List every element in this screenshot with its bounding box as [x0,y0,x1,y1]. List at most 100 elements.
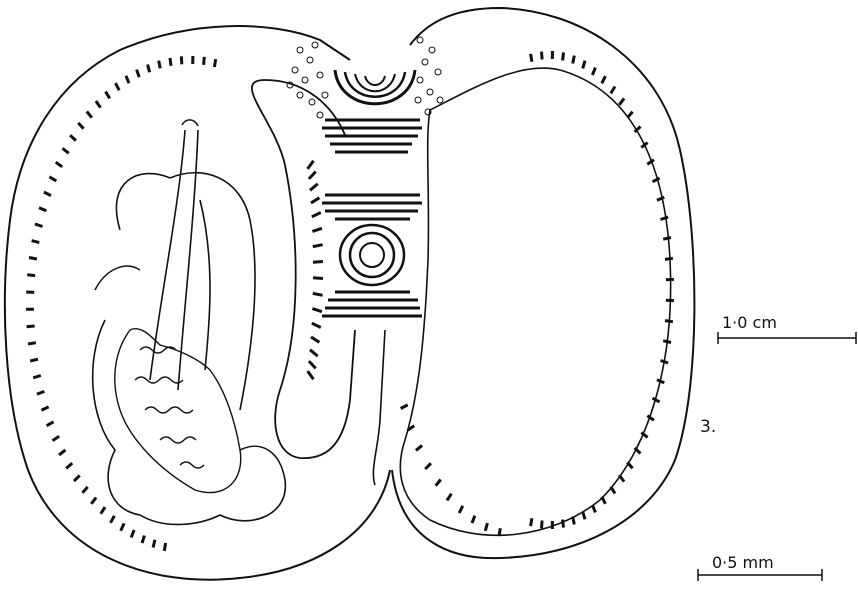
tick-mark [611,487,615,494]
tick-mark [447,494,451,501]
tick-mark [627,112,632,118]
tick-mark [542,521,543,529]
figure-number: 3. [700,417,716,437]
tick-mark [96,101,101,108]
tick-mark [126,76,129,83]
tubular-organ [150,120,210,390]
tick-mark [641,143,647,148]
scale-bar-mm-label: 0·5 mm [712,553,774,572]
tick-mark [657,380,664,383]
tick-mark [312,323,321,327]
scale-bar-cm-label: 1·0 cm [722,313,777,332]
tick-mark [148,65,150,73]
tick-mark [425,463,431,469]
tick-mark [121,523,124,530]
tick-mark [170,58,171,66]
tick-mark [401,405,408,409]
tick-mark [27,275,35,276]
tick-mark [106,92,110,99]
upper-ring-structure [322,70,422,152]
tick-mark [29,258,37,260]
right-body-outline [392,8,694,558]
tick-mark [635,448,641,454]
tick-mark [653,398,660,402]
tick-mark [204,57,205,65]
lower-ring-structure [322,195,422,316]
tick-mark [661,361,669,363]
inner-right-outline [373,68,670,535]
tick-mark [436,480,441,486]
tick-mark [313,262,323,263]
tick-mark [313,245,323,247]
tick-mark [66,463,72,468]
tick-mark [91,498,96,504]
tick-mark [74,475,80,481]
tick-mark [573,56,575,64]
lobe-left [95,266,140,290]
tick-mark [214,59,215,67]
tick-mark [142,536,144,544]
tick-mark [663,341,671,343]
tick-mark [32,241,40,243]
tick-mark [47,422,54,426]
tick-mark [308,371,314,379]
tick-mark [661,217,669,219]
tick-mark [619,475,624,481]
tick-mark [164,543,165,551]
tick-mark [116,83,120,90]
tick-mark [159,61,161,69]
tick-mark [310,184,318,190]
tick-mark [101,507,105,514]
tick-mark [542,52,543,60]
tick-mark [63,148,69,153]
dotted-patch-left [287,42,328,118]
tick-mark [309,172,316,179]
tick-mark [49,177,56,181]
tick-mark [59,450,65,455]
tick-mark [602,497,606,504]
tick-mark [531,54,532,62]
tick-mark [309,361,316,368]
tick-mark [313,293,323,295]
tick-mark [30,359,38,361]
tick-mark [111,516,115,523]
tick-mark [619,98,624,104]
scale-bar-mm: 0·5 mm [698,553,822,581]
tick-mark [472,516,475,523]
tick-mark [573,517,575,525]
scale-bar-cm: 1·0 cm [718,313,856,344]
tick-mark [137,70,140,78]
tick-mark [153,540,155,548]
tick-mark [602,76,606,83]
tick-mark [592,68,595,75]
tick-mark [35,224,43,227]
tick-mark [41,407,48,410]
tick-mark [313,278,323,279]
dotted-patch-right [415,37,443,115]
tick-mark [87,112,92,118]
tick-mark [665,321,673,322]
tick-mark [485,523,487,531]
tick-mark [563,520,564,528]
lobed-organ [93,320,286,524]
tick-mark [627,462,632,468]
tick-mark [308,161,314,169]
tick-mark [592,505,595,512]
tick-mark [70,135,76,140]
tick-mark [312,213,321,217]
tick-mark [28,343,36,344]
tick-mark [33,376,41,378]
tick-mark [53,436,60,440]
tick-mark [563,52,564,60]
tick-mark [311,337,319,342]
tick-mark [44,192,51,196]
tick-mark [312,228,322,231]
tick-mark [611,87,615,94]
left-body-outline [5,26,390,580]
tick-mark [312,309,322,312]
tick-mark [310,350,318,356]
tick-mark [56,162,63,167]
tick-mark [311,198,319,203]
tick-mark [37,391,45,394]
